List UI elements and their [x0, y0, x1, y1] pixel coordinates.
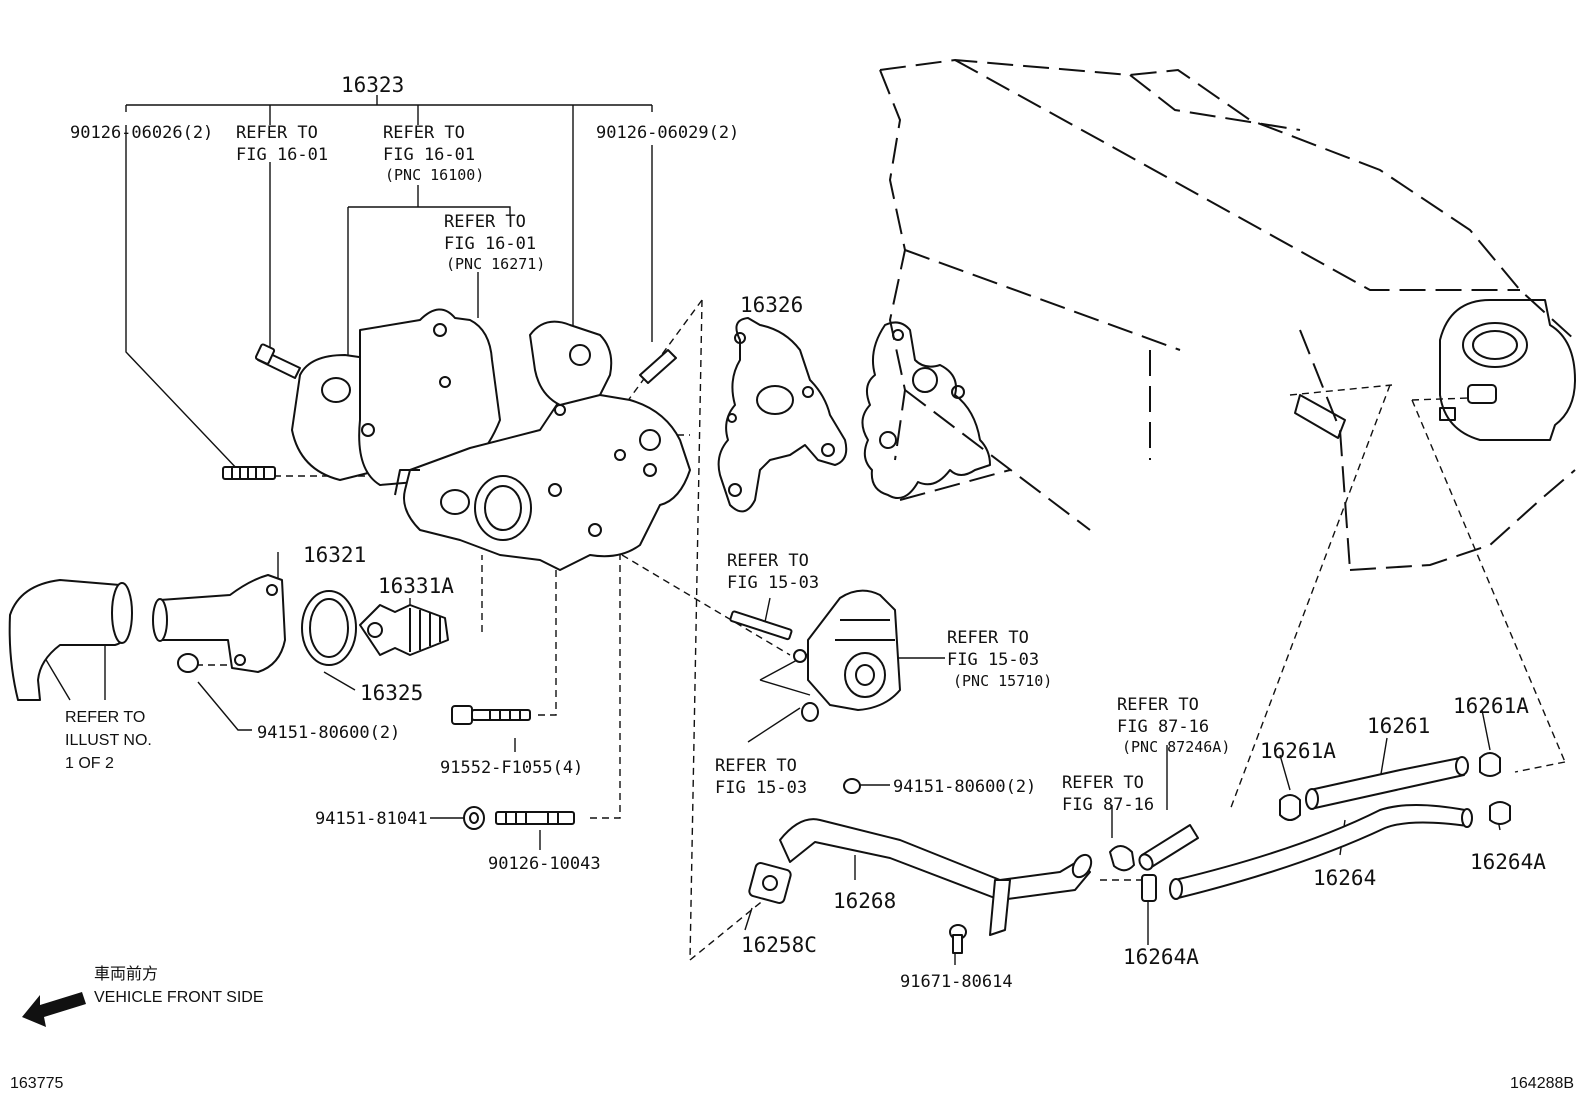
label-91552-F1055: 91552-F1055(4) — [440, 758, 583, 778]
label-16321: 16321 — [303, 543, 366, 567]
label-91671-80614: 91671-80614 — [900, 972, 1013, 992]
engine-block — [861, 58, 1576, 571]
label-ref2-line1: REFER TO — [383, 123, 465, 143]
water-pump-assembly — [222, 308, 691, 571]
label-ref4-line2: FIG 15-03 — [727, 573, 819, 593]
label-16325: 16325 — [360, 681, 423, 705]
label-front-jp: 車両前方 — [94, 965, 158, 983]
label-ref7-line3: (PNC 87246A) — [1122, 738, 1230, 756]
label-16261: 16261 — [1367, 714, 1430, 738]
diagram-code-left: 163775 — [10, 1075, 63, 1092]
label-ref1-line2: FIG 16-01 — [236, 145, 328, 165]
label-ref2-line3: (PNC 16100) — [385, 166, 484, 184]
cooler-assembly — [729, 589, 901, 722]
left-parts — [8, 574, 575, 830]
label-16261A-a: 16261A — [1260, 739, 1336, 763]
label-90126-10043: 90126-10043 — [488, 854, 601, 874]
label-ref5-line2: FIG 15-03 — [947, 650, 1039, 670]
label-16268: 16268 — [833, 889, 896, 913]
label-ref-illust-line1: REFER TO — [65, 709, 145, 726]
label-94151-80600-a: 94151-80600(2) — [257, 723, 400, 743]
label-16323: 16323 — [341, 73, 404, 97]
label-ref5-line1: REFER TO — [947, 628, 1029, 648]
hoses-right — [1109, 752, 1511, 902]
gasket-16326 — [717, 317, 848, 513]
label-90126-06026: 90126-06026(2) — [70, 123, 213, 143]
label-ref8-line1: REFER TO — [1062, 773, 1144, 793]
label-ref3-line1: REFER TO — [444, 212, 526, 232]
label-ref4-line1: REFER TO — [727, 551, 809, 571]
label-16261A-b: 16261A — [1453, 694, 1529, 718]
label-16264: 16264 — [1313, 866, 1376, 890]
label-ref-illust-line3: 1 OF 2 — [65, 755, 114, 772]
label-ref3-line2: FIG 16-01 — [444, 234, 536, 254]
label-ref6-line1: REFER TO — [715, 756, 797, 776]
label-ref2-line2: FIG 16-01 — [383, 145, 475, 165]
label-94151-81041: 94151-81041 — [315, 809, 428, 829]
label-16326: 16326 — [740, 293, 803, 317]
label-front-en: VEHICLE FRONT SIDE — [94, 989, 264, 1006]
label-ref7-line2: FIG 87-16 — [1117, 717, 1209, 737]
front-arrow-icon — [22, 992, 86, 1027]
label-16331A: 16331A — [378, 574, 454, 598]
label-ref3-line3: (PNC 16271) — [446, 255, 545, 273]
label-ref8-line2: FIG 87-16 — [1062, 795, 1154, 815]
label-90126-06029: 90126-06029(2) — [596, 123, 739, 143]
label-ref1-line1: REFER TO — [236, 123, 318, 143]
pipe-16268 — [748, 778, 1093, 954]
label-ref-illust-line2: ILLUST NO. — [65, 732, 152, 749]
label-ref6-line2: FIG 15-03 — [715, 778, 807, 798]
label-94151-80600-b: 94151-80600(2) — [893, 777, 1036, 797]
label-16264A-a: 16264A — [1470, 850, 1546, 874]
label-16258C: 16258C — [741, 933, 817, 957]
label-ref5-line3: (PNC 15710) — [953, 672, 1052, 690]
label-16264A-b: 16264A — [1123, 945, 1199, 969]
part-labels: 16323 90126-06026(2) REFER TO FIG 16-01 … — [10, 73, 1574, 1092]
label-ref7-line1: REFER TO — [1117, 695, 1199, 715]
diagram-code-right: 164288B — [1510, 1075, 1574, 1092]
